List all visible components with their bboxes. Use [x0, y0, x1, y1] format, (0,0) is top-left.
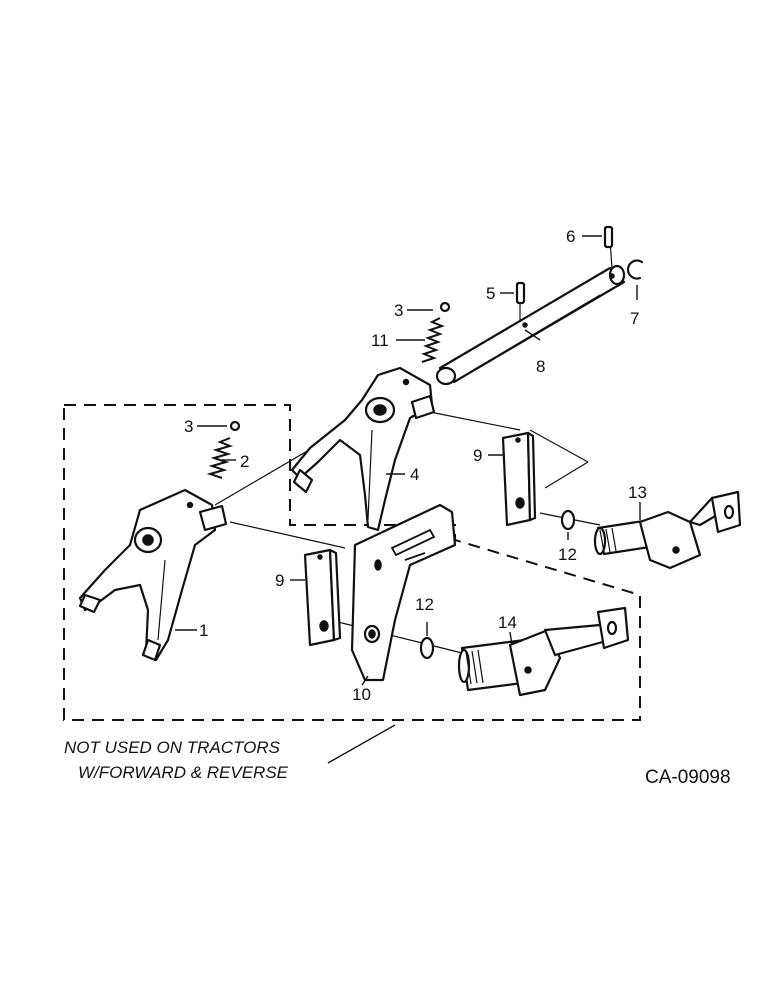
- shift-rail: [435, 264, 626, 386]
- callout-13: 13: [628, 483, 647, 502]
- callout-1: 1: [199, 621, 208, 640]
- shift-lever-13: [593, 490, 742, 570]
- shift-lug-right: [501, 431, 537, 527]
- callout-4: 4: [410, 465, 419, 484]
- callout-9-right: 9: [473, 446, 482, 465]
- mounting-plate: [350, 503, 457, 682]
- detent-ball-upper: [439, 301, 451, 313]
- detent-spring-lower: [206, 437, 234, 479]
- callout-2: 2: [240, 452, 249, 471]
- callout-8: 8: [536, 357, 545, 376]
- shift-lug-left: [303, 548, 342, 647]
- callout-leaders: [175, 235, 641, 686]
- note-leader: [327, 724, 396, 764]
- callout-11: 11: [371, 331, 389, 350]
- drawing-code: CA-09098: [645, 767, 731, 788]
- callout-9-left: 9: [275, 571, 284, 590]
- detent-spring-upper: [421, 317, 445, 363]
- washer-upper: [560, 509, 576, 531]
- pin-6: [603, 225, 614, 249]
- callout-12-lower: 12: [415, 595, 434, 614]
- callout-5: 5: [486, 284, 495, 303]
- note-line-1: NOT USED ON TRACTORS: [64, 738, 281, 757]
- callout-7: 7: [630, 309, 639, 328]
- callout-12-upper: 12: [558, 545, 577, 564]
- note-line-2: W/FORWARD & REVERSE: [78, 763, 289, 782]
- pin-5: [515, 281, 526, 305]
- detent-ball-lower: [229, 420, 241, 432]
- shift-fork-lower: [78, 488, 228, 662]
- washer-lower: [419, 636, 435, 660]
- callout-14: 14: [498, 613, 517, 632]
- shift-fork-upper: [290, 366, 436, 532]
- snap-ring: [626, 259, 644, 280]
- callout-6: 6: [566, 227, 575, 246]
- callout-3-lower: 3: [184, 417, 193, 436]
- shift-lever-14: [457, 606, 630, 697]
- callout-10: 10: [352, 685, 371, 704]
- callout-3-upper: 3: [394, 301, 403, 320]
